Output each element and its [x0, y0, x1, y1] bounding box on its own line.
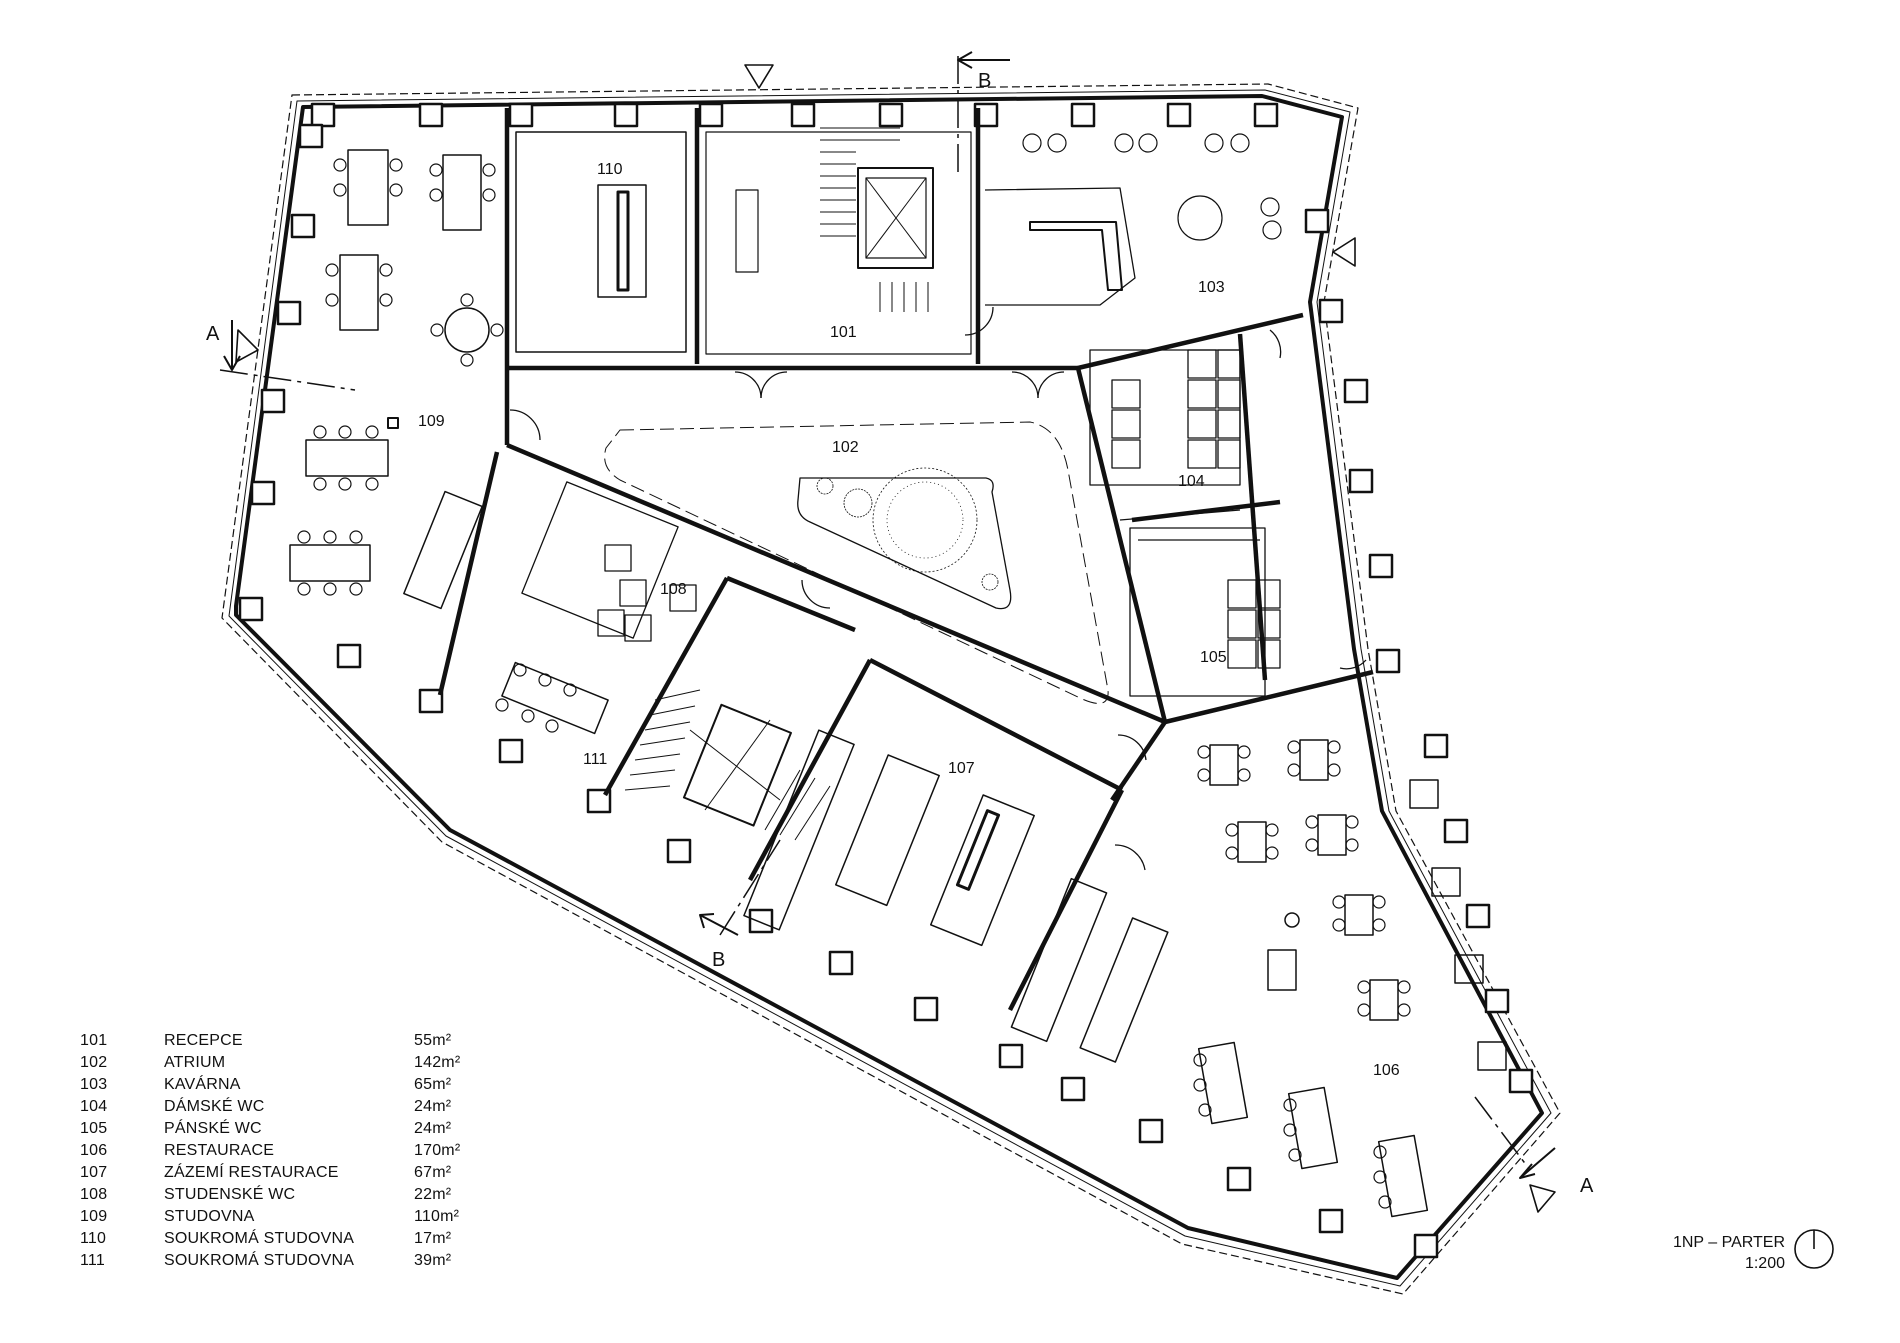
table-111 [501, 661, 609, 735]
cafe-tables [1022, 133, 1282, 241]
legend-area: 39m² [414, 1252, 452, 1269]
legend-row: 104 DÁMSKÉ WC 24m² [80, 1096, 494, 1118]
room-110-wall [515, 131, 687, 353]
legend-code: 105 [80, 1120, 108, 1137]
outer-sill [221, 83, 1561, 1295]
room-101-number: 101 [830, 324, 857, 341]
lower-stair-icon [624, 689, 831, 841]
room-legend: 101 RECEPCE 55m² 102 ATRIUM 142m² 103 KAVÁRNA 65… [80, 1030, 494, 1272]
legend-name: SOUKROMÁ STUDOVNA [164, 1252, 355, 1269]
legend-area: 17m² [414, 1230, 452, 1247]
tree-icon [816, 467, 999, 591]
section-label-b-bottom: B [712, 949, 725, 971]
legend-area: 65m² [414, 1076, 452, 1093]
room-101-wall [705, 131, 972, 355]
legend-row: 109 STUDOVNA 110m² [80, 1206, 494, 1228]
legend-area: 110m² [414, 1208, 460, 1225]
legend-code: 110 [80, 1230, 107, 1247]
legend-row: 111 SOUKROMÁ STUDOVNA 39m² [80, 1250, 494, 1272]
lower-lift-icon [682, 703, 792, 827]
section-line-a [219, 369, 1531, 1171]
room-numbers: 110 101 103 109 102 104 108 105 111 107 … [418, 161, 1400, 1079]
legend-name: RESTAURACE [164, 1142, 275, 1159]
sheet-info: 1NP – PARTER 1:200 [1673, 1232, 1785, 1274]
room-110-number: 110 [597, 161, 623, 178]
atrium-path [604, 421, 1109, 704]
sheet-scale: 1:200 [1744, 1255, 1785, 1272]
room-102-number: 102 [832, 439, 859, 456]
legend-code: 111 [80, 1252, 105, 1269]
legend-code: 103 [80, 1076, 108, 1093]
legend-name: PÁNSKÉ WC [164, 1120, 262, 1137]
legend-row: 101 RECEPCE 55m² [80, 1030, 494, 1052]
outer-facade [234, 94, 1544, 1280]
room-104-number: 104 [1178, 473, 1205, 490]
room-109-number: 109 [418, 413, 445, 430]
legend-code: 104 [80, 1098, 108, 1115]
legend-name: STUDOVNA [164, 1208, 255, 1225]
legend-name: RECEPCE [164, 1032, 243, 1049]
legend-code: 102 [80, 1054, 108, 1071]
section-label-a-left: A [206, 323, 220, 345]
legend-code: 101 [80, 1032, 108, 1049]
lift-icon [857, 167, 934, 269]
chairs-109 [297, 158, 504, 596]
legend-row: 106 RESTAURACE 170m² [80, 1140, 494, 1162]
stair-icon [820, 127, 929, 312]
legend-row: 105 PÁNSKÉ WC 24m² [80, 1118, 494, 1140]
entrance-triangle-icon [235, 64, 1556, 1213]
legend-name: ZÁZEMÍ RESTAURACE [164, 1164, 339, 1181]
legend-area: 24m² [414, 1098, 452, 1115]
reception-desk [735, 189, 759, 273]
legend-code: 106 [80, 1142, 108, 1159]
north-arrow-icon [1794, 1229, 1834, 1269]
room-105-number: 105 [1200, 649, 1227, 666]
legend-name: ATRIUM [164, 1054, 226, 1071]
legend-area: 170m² [414, 1142, 461, 1159]
atrium-planter [797, 477, 1012, 610]
section-letters: B A B A [206, 70, 1594, 1197]
room-103-number: 103 [1198, 279, 1225, 296]
legend-row: 102 ATRIUM 142m² [80, 1052, 494, 1074]
legend-area: 22m² [414, 1186, 452, 1203]
cafe-counter [984, 187, 1136, 306]
legend-name: KAVÁRNA [164, 1076, 241, 1093]
legend-area: 55m² [414, 1032, 452, 1049]
section-line-b [719, 56, 959, 936]
doors [509, 306, 1367, 871]
room-111-number: 111 [583, 751, 607, 768]
section-label-b-top: B [978, 70, 991, 92]
tables-109 [289, 149, 490, 610]
legend-row: 107 ZÁZEMÍ RESTAURACE 67m² [80, 1162, 494, 1184]
legend-area: 24m² [414, 1120, 452, 1137]
legend-area: 67m² [414, 1164, 452, 1181]
legend-name: STUDENSKÉ WC [164, 1186, 296, 1203]
legend-name: DÁMSKÉ WC [164, 1098, 265, 1115]
legend-code: 109 [80, 1208, 108, 1225]
outer-sill-line [228, 89, 1552, 1287]
wc-cubicles [1089, 349, 1281, 697]
sheet-title: 1NP – PARTER [1672, 1234, 1785, 1251]
interior-walls [437, 108, 1374, 1012]
tables-106 [1079, 739, 1507, 1218]
pilasters [238, 102, 1534, 1259]
legend-name: SOUKROMÁ STUDOVNA [164, 1230, 355, 1247]
room-108-number: 108 [660, 581, 687, 598]
wc-108 [521, 481, 697, 642]
table-110 [597, 184, 647, 298]
room-106-number: 106 [1373, 1062, 1400, 1079]
section-arrow-icon [223, 51, 1556, 1179]
room-107-number: 107 [948, 760, 975, 777]
chairs-106 [1193, 740, 1411, 1209]
legend-row: 108 STUDENSKÉ WC 22m² [80, 1184, 494, 1206]
legend-code: 108 [80, 1186, 108, 1203]
legend-row: 110 SOUKROMÁ STUDOVNA 17m² [80, 1228, 494, 1250]
legend-code: 107 [80, 1164, 108, 1181]
legend-area: 142m² [414, 1054, 461, 1071]
kitchen-107 [743, 729, 1108, 1043]
legend-row: 103 KAVÁRNA 65m² [80, 1074, 494, 1096]
section-label-a-right: A [1580, 1175, 1594, 1197]
